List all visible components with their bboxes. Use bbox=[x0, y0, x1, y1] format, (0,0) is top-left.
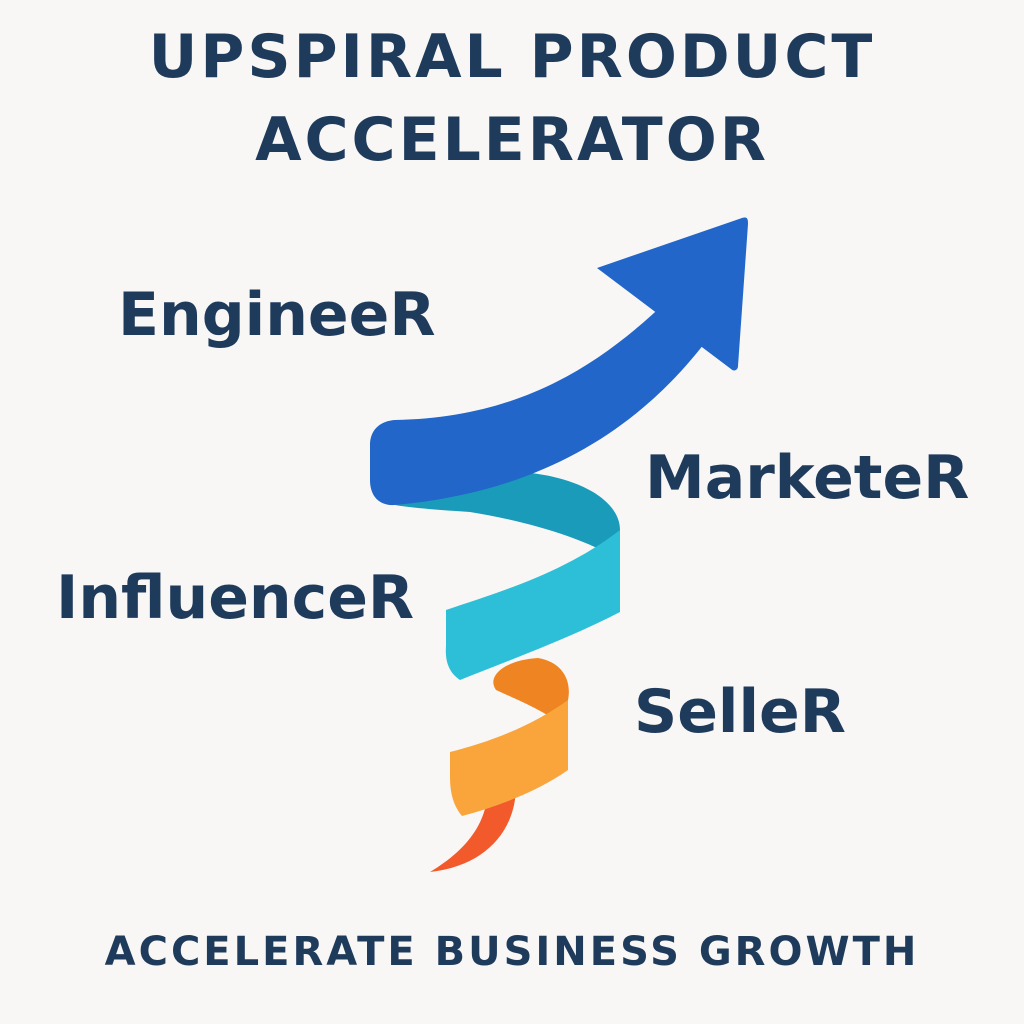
role-label-engineer: EngineeR bbox=[118, 280, 436, 350]
role-label-marketer: MarketeR bbox=[645, 443, 970, 513]
spiral-tail-tip bbox=[430, 786, 516, 872]
spiral-arrowhead bbox=[597, 217, 748, 371]
spiral-blue-arrow-body bbox=[370, 300, 710, 506]
role-label-influencer: InfluenceR bbox=[56, 563, 415, 633]
title-line-2: ACCELERATOR bbox=[255, 105, 769, 175]
spiral-teal-front-band bbox=[445, 530, 620, 680]
spiral-orange-front-band bbox=[450, 700, 568, 816]
tagline: ACCELERATE BUSINESS GROWTH bbox=[104, 929, 920, 975]
title-line-1: UPSPIRAL PRODUCT bbox=[148, 22, 876, 92]
role-label-seller: SelleR bbox=[634, 677, 846, 747]
